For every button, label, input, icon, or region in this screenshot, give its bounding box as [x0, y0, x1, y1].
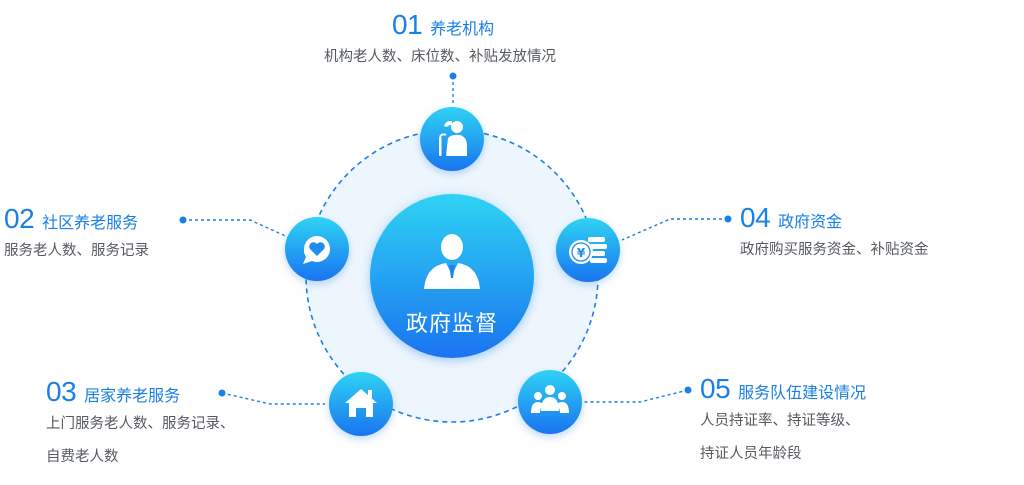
label-02-num: 02 [4, 203, 35, 234]
node-05 [518, 370, 582, 434]
label-01-desc: 机构老人数、床位数、补贴发放情况 [324, 49, 556, 65]
yuan-coin-icon: ¥ [569, 237, 607, 264]
label-04-title: 政府资金 [778, 212, 843, 231]
label-02-title: 社区养老服务 [42, 213, 139, 232]
node-01 [420, 107, 484, 171]
node-03 [329, 372, 393, 436]
label-02: 02 社区养老服务 服务老人数、服务记录 [4, 204, 149, 265]
home-icon [345, 389, 377, 417]
elderly-care-icon [439, 120, 467, 156]
official-person-icon [424, 234, 480, 289]
label-03-num: 03 [46, 376, 77, 407]
label-03-desc-line1: 上门服务老人数、服务记录、 [46, 416, 235, 432]
connectors [183, 76, 728, 405]
label-04-num: 04 [740, 202, 771, 233]
center-title: 政府监督 [405, 312, 498, 337]
label-01-title: 养老机构 [430, 19, 495, 38]
connector-dots [179, 72, 732, 397]
svg-text:¥: ¥ [577, 246, 586, 260]
label-04-desc: 政府购买服务资金、补贴资金 [740, 242, 929, 258]
label-02-desc: 服务老人数、服务记录 [4, 243, 149, 259]
label-03-title: 居家养老服务 [84, 386, 181, 405]
node-02 [285, 217, 349, 281]
label-03-desc-line2: 自费老人数 [46, 449, 119, 465]
label-05-desc-line2: 持证人员年龄段 [700, 446, 802, 462]
label-05: 05 服务队伍建设情况 人员持证率、持证等级、 持证人员年龄段 [700, 374, 866, 468]
label-05-title: 服务队伍建设情况 [738, 383, 867, 402]
label-01: 01 养老机构 机构老人数、床位数、补贴发放情况 [324, 10, 556, 71]
label-04: 04 政府资金 政府购买服务资金、补贴资金 [740, 203, 929, 264]
label-03: 03 居家养老服务 上门服务老人数、服务记录、 自费老人数 [46, 377, 235, 471]
label-01-num: 01 [392, 9, 423, 40]
label-05-num: 05 [700, 373, 731, 404]
label-05-desc-line1: 人员持证率、持证等级、 [700, 413, 860, 429]
node-04: ¥ [556, 218, 620, 282]
heart-chat-icon [303, 236, 330, 264]
team-icon [531, 385, 569, 413]
